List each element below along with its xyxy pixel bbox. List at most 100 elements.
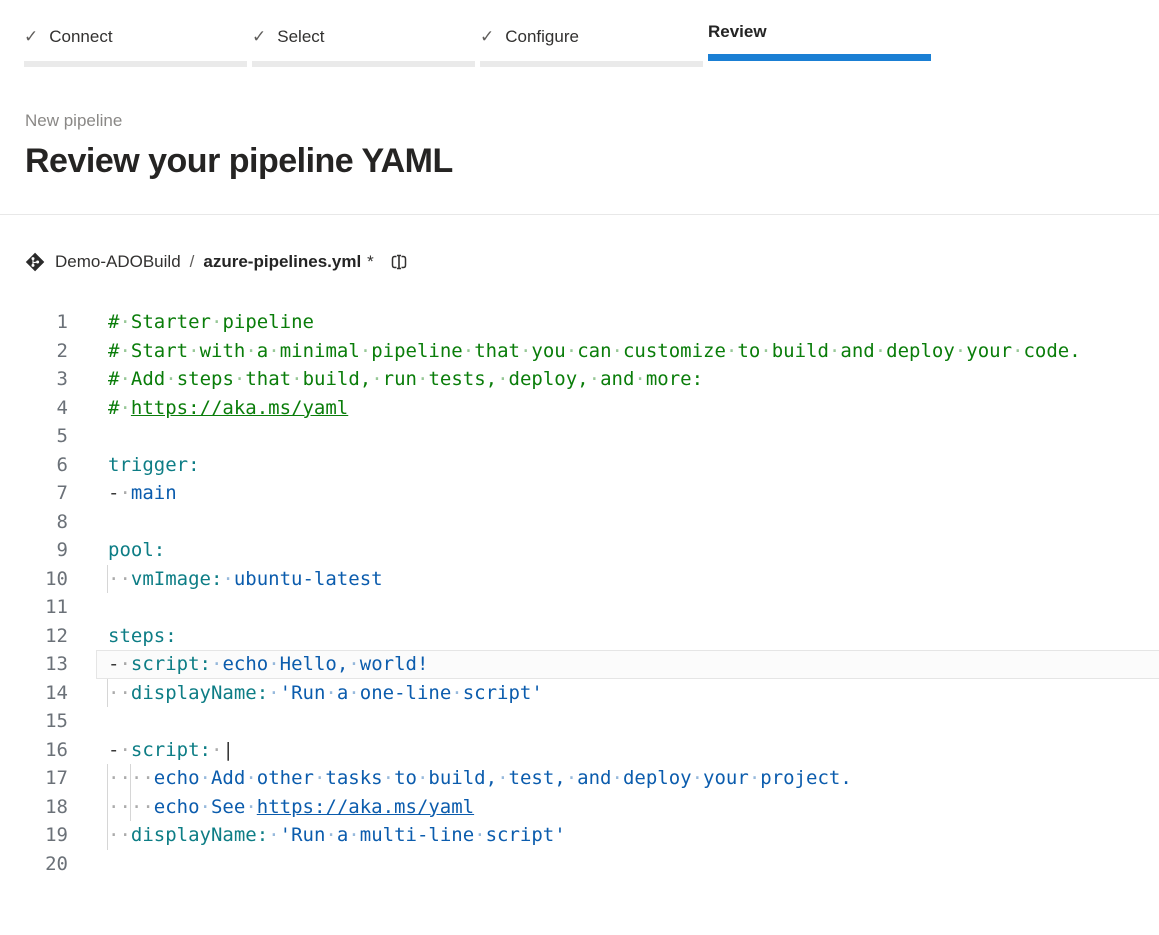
line-number: 19 [45,824,68,846]
editor-line[interactable]: 15 [0,707,1159,736]
editor-line[interactable]: 8 [0,508,1159,537]
rename-file-icon[interactable] [388,251,410,273]
step-connect[interactable]: ✓ Connect [24,24,247,67]
editor-line[interactable]: 1#·Starter·pipeline [0,308,1159,337]
whitespace-dots: · [519,339,532,362]
code-token: other [256,767,314,789]
code-token: to [737,339,761,362]
line-number: 8 [56,510,68,533]
editor-line[interactable]: 18····echo·See·https://aka.ms/yaml [0,792,1159,821]
whitespace-dots: · [210,311,223,333]
code-token: script' [462,681,543,704]
page-title: Review your pipeline YAML [25,142,453,180]
code-token: Start [130,339,189,362]
step-underline [480,61,703,67]
whitespace-dots: · [462,339,475,362]
code-token: steps: [108,624,177,647]
whitespace-dots: ·· [108,567,131,590]
line-content: -·script:·| [108,736,1159,765]
whitespace-dots: · [268,824,280,846]
code-token: your [703,767,749,789]
whitespace-dots: · [382,767,395,789]
code-token: tests, [428,368,498,390]
editor-line[interactable]: 5 [0,422,1159,451]
step-configure[interactable]: ✓ Configure [480,24,703,67]
code-token: project. [760,767,852,789]
whitespace-dots: ···· [108,767,154,789]
editor-line[interactable]: 17····echo·Add·other·tasks·to·build,·tes… [0,764,1159,793]
whitespace-dots: · [222,567,234,590]
editor-line[interactable]: 16-·script:·| [0,736,1159,765]
whitespace-dots: · [165,368,177,390]
editor-line[interactable]: 2#·Start·with·a·minimal·pipeline·that·yo… [0,337,1159,366]
editor-line[interactable]: 11 [0,593,1159,622]
editor-line[interactable]: 3#·Add·steps·that·build,·run·tests,·depl… [0,365,1159,394]
code-token: code. [1023,339,1081,362]
code-token: https://aka.ms/yaml [130,396,349,419]
code-token: ubuntu-latest [233,567,383,590]
line-content: #·Start·with·a·minimal·pipeline·that·you… [108,337,1159,366]
repo-name[interactable]: Demo-ADOBuild [55,252,181,271]
line-content [108,508,1159,537]
indent-guide [107,678,108,707]
editor-line[interactable]: 7-·main [0,479,1159,508]
whitespace-dots: · [760,339,772,362]
code-token: # [108,368,120,390]
line-content: #·https://aka.ms/yaml [108,394,1159,423]
line-number: 12 [45,624,68,647]
file-name: azure-pipelines.yml [203,252,362,271]
whitespace-dots: · [268,653,280,675]
code-token: echo [153,767,200,789]
code-token: displayName: [130,824,269,846]
editor-line[interactable]: 10··vmImage:·ubuntu-latest [0,564,1159,593]
code-token: Starter [130,311,211,333]
code-token: a [256,339,269,362]
editor-line-current[interactable]: 13-·script:·echo·Hello,·world! [0,650,1159,679]
code-token: script: [130,653,211,675]
line-content: trigger: [108,451,1159,480]
whitespace-dots: · [748,767,761,789]
step-underline [252,61,475,67]
step-review[interactable]: Review [708,19,931,67]
whitespace-dots: · [565,339,578,362]
code-token: build, [302,368,372,390]
step-underline [24,61,247,67]
indent-guide [107,821,108,850]
code-token: and [600,368,635,390]
whitespace-dots: · [119,368,131,390]
line-number: 4 [56,396,68,419]
line-number: 7 [56,482,68,504]
step-select[interactable]: ✓ Select [252,24,475,67]
indent-guide [107,564,108,593]
breadcrumb-separator: / [189,252,195,271]
editor-line[interactable]: 14··displayName:·'Run·a·one-line·script' [0,678,1159,707]
code-token: a [336,681,349,704]
whitespace-dots: · [416,767,429,789]
check-icon: ✓ [24,27,39,46]
editor-line[interactable]: 12 steps: [0,622,1159,651]
editor-line[interactable]: 4 #·https://aka.ms/yaml [0,394,1159,423]
whitespace-dots: · [725,339,738,362]
whitespace-dots: · [371,368,383,390]
line-number: 20 [45,852,68,875]
code-token: that [474,339,520,362]
whitespace-dots: · [634,368,646,390]
code-token: echo [153,795,200,818]
code-token: Add [130,368,166,390]
line-content: steps: [108,622,1159,651]
whitespace-dots: · [828,339,841,362]
line-content [108,850,1159,879]
whitespace-dots: · [245,339,257,362]
editor-line[interactable]: 20 [0,850,1159,879]
code-token: displayName: [130,681,269,704]
editor-line[interactable]: 19··displayName:·'Run·a·multi-line·scrip… [0,821,1159,850]
step-label: Select [277,27,325,46]
whitespace-dots: ···· [108,795,154,818]
code-token: deploy [622,767,692,789]
whitespace-dots: · [954,339,967,362]
code-token: 'Run [279,824,326,846]
code-token: - [108,653,120,675]
